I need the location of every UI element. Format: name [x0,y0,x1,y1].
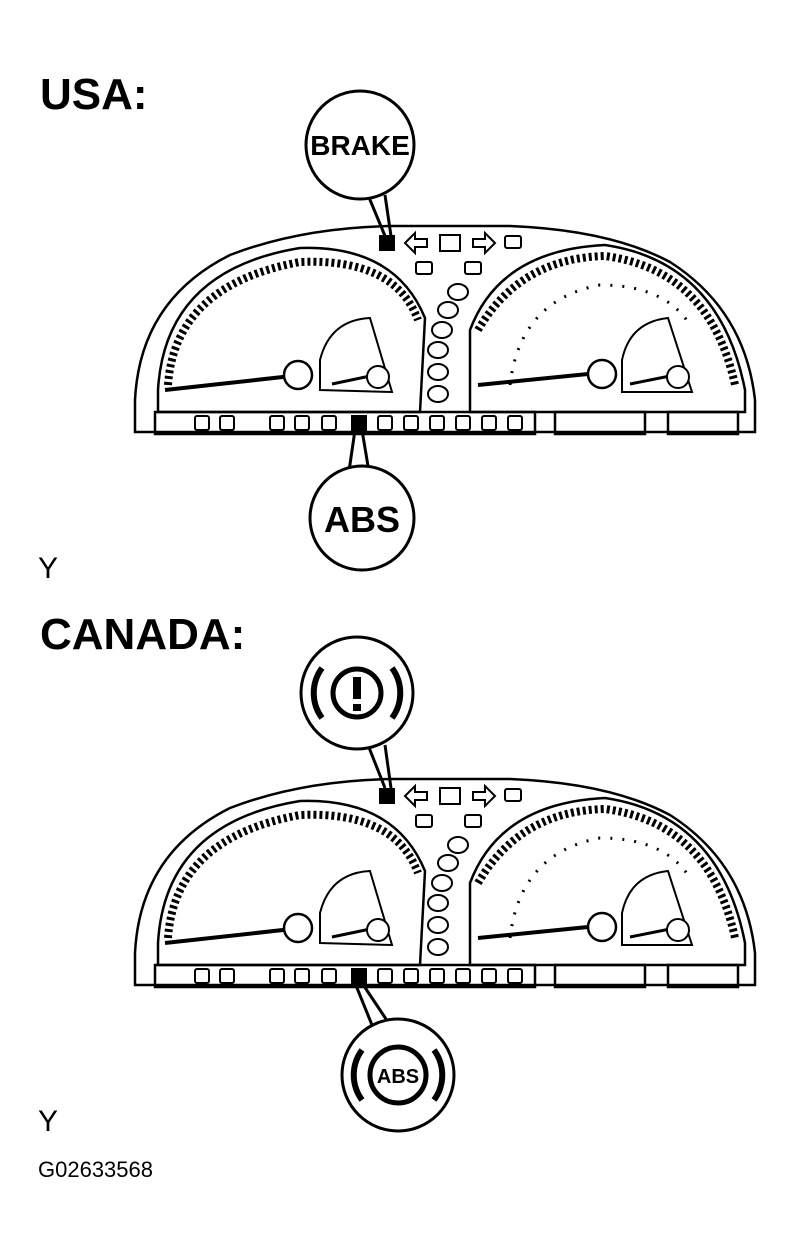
brake-warning-exclamation-icon [310,666,404,720]
usa-heading: USA: [40,70,148,119]
usa-bottom-indicators [194,415,523,431]
usa-right-gauge-needle [477,358,618,390]
usa-cluster-housing [133,224,757,436]
figure-id: G02633568 [38,1157,153,1182]
canada-brake-symbol-callout [299,635,415,789]
canada-right-gauge-needle [477,911,618,943]
canada-right-gauge-scale [474,804,739,939]
usa-brake-label: BRAKE [310,130,410,161]
usa-instrument-cluster-diagram: BRAKE [133,89,757,572]
usa-left-gauge-needle [164,359,314,392]
canada-abs-label: ABS [377,1066,419,1088]
usa-abs-label: ABS [324,499,400,540]
usa-fuel-subgauge [319,316,394,394]
canada-cluster-housing [133,777,757,989]
usa-temp-subgauge [621,316,694,393]
abs-warning-icon: ABS [350,1044,446,1106]
usa-top-indicators [379,230,522,403]
canada-heading: CANADA: [40,610,246,659]
usa-abs-callout: ABS [308,429,416,572]
usa-left-gauge-scale [164,257,422,386]
canada-bottom-indicators [194,968,523,984]
usa-right-gauge-scale [474,251,739,386]
canada-abs-callout: ABS [340,982,456,1133]
canada-fuel-subgauge [319,869,394,947]
canada-left-gauge-needle [164,912,314,945]
usa-y-mark: Y [38,552,59,585]
canada-left-gauge-scale [164,810,422,939]
canada-top-indicators [379,783,522,956]
canada-instrument-cluster-diagram: ABS [133,635,757,1133]
usa-brake-callout: BRAKE [304,89,416,237]
canada-temp-subgauge [621,869,694,946]
canada-y-mark: Y [38,1105,59,1138]
